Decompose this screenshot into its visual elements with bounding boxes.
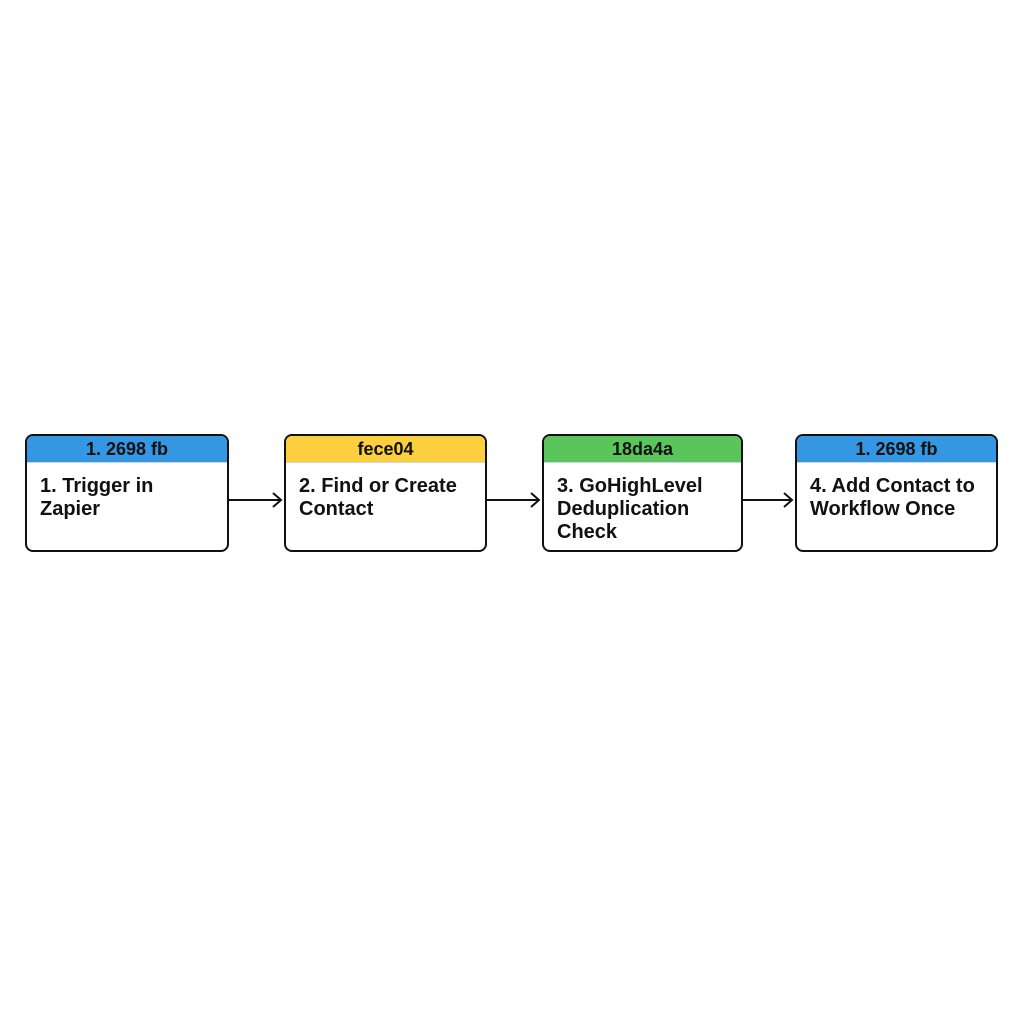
arrow-icon: [743, 492, 794, 508]
step-3-box: 18da4a 3. GoHighLevel Deduplication Chec…: [542, 434, 743, 552]
step-2-header: fece04: [286, 436, 485, 463]
step-3-header: 18da4a: [544, 436, 741, 463]
step-4-label: 4. Add Contact to Workflow Once: [810, 475, 975, 520]
step-4-box: 1. 2698 fb 4. Add Contact to Workflow On…: [795, 434, 998, 552]
step-2-label: 2. Find or Create Contact: [299, 475, 457, 520]
arrow-icon: [229, 492, 283, 508]
step-3-label: 3. GoHighLevel Deduplication Check: [557, 475, 703, 543]
step-1-box: 1. 2698 fb 1. Trigger in Zapier: [25, 434, 229, 552]
arrow-icon: [487, 492, 541, 508]
step-4-header: 1. 2698 fb: [797, 436, 996, 463]
step-2-box: fece04 2. Find or Create Contact: [284, 434, 487, 552]
step-1-label: 1. Trigger in Zapier: [40, 475, 154, 520]
step-1-header: 1. 2698 fb: [27, 436, 227, 463]
